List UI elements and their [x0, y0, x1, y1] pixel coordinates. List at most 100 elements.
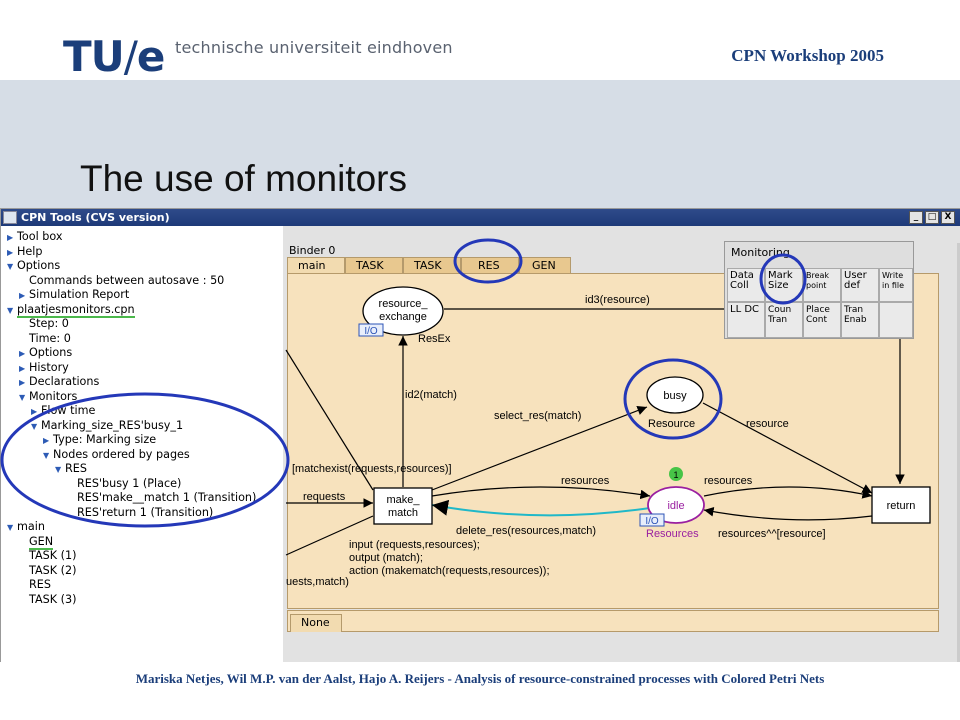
tool-place-cont[interactable]: Place Cont [803, 302, 841, 338]
tree-item[interactable]: ▶Tool box [7, 230, 63, 244]
tree-item[interactable]: Step: 0 [29, 317, 69, 331]
place-resource-exchange[interactable] [362, 286, 444, 336]
tree-item[interactable]: ▶Declarations [19, 375, 99, 389]
expand-down-icon[interactable]: ▼ [7, 262, 14, 271]
io-tag-1-label: I/O [364, 326, 378, 337]
tree-item[interactable]: ▼Options [7, 259, 60, 273]
expand-right-icon[interactable]: ▶ [19, 363, 26, 373]
app-icon [3, 211, 17, 224]
expand-down-icon[interactable]: ▼ [7, 305, 14, 315]
tree-item[interactable]: ▶History [19, 361, 69, 375]
tab-gen[interactable]: GEN [519, 257, 571, 273]
io-tag-1 [358, 323, 384, 337]
tool-count-tran[interactable]: Coun Tran [765, 302, 803, 338]
transition-return-label: return [887, 500, 916, 512]
arc-label-resource: resource [746, 418, 789, 430]
idle-type-label: Resources [646, 528, 699, 540]
slide-header: TU/e technische universiteit eindhoven C… [0, 0, 960, 80]
expand-right-icon[interactable]: ▶ [19, 349, 26, 358]
code-line-output: output (match); [349, 552, 423, 564]
tree-item[interactable]: ▼plaatjesmonitors.cpn [7, 302, 135, 318]
arc-resource [702, 402, 873, 494]
slide-title: The use of monitors [80, 158, 407, 199]
tree-item-label: Simulation Report [29, 288, 130, 301]
tool-tran-enab[interactable]: Tran Enab [841, 302, 879, 338]
arc-delete-res [431, 499, 651, 517]
university-name: technische universiteit eindhoven [175, 38, 453, 57]
tree-item-label: Tool box [17, 230, 63, 243]
expand-down-icon[interactable]: ▼ [7, 523, 14, 532]
tree-item[interactable]: RES [29, 578, 51, 592]
expand-right-icon[interactable]: ▶ [19, 291, 26, 300]
arc-label-cut: uests,match) [286, 576, 349, 588]
tree-item[interactable]: TASK (2) [29, 564, 76, 578]
monitoring-palette: Monitoring Data Coll Mark Size Break poi… [724, 241, 914, 339]
arc-label-resources-left: resources [561, 475, 610, 487]
tree-item[interactable]: GEN [29, 534, 54, 550]
arc-resources-append [703, 507, 873, 521]
arc-resources-left [431, 486, 651, 500]
footer-text: Mariska Netjes, Wil M.P. van der Aalst, … [135, 671, 825, 686]
binder-scrollbar[interactable] [957, 243, 960, 673]
arc-left-upper [285, 349, 374, 491]
arc-label-select-res: select_res(match) [494, 410, 581, 422]
expand-right-icon[interactable]: ▶ [7, 233, 14, 242]
arc-label-resources-right: resources [704, 475, 753, 487]
transition-return[interactable] [871, 486, 931, 524]
maximize-button[interactable]: □ [925, 211, 939, 224]
workshop-label: CPN Workshop 2005 [731, 46, 884, 65]
tree-item-label: Help [17, 244, 43, 258]
arc-select-res [431, 405, 648, 491]
transition-make-match-label-1: make_ [386, 494, 420, 506]
tree-item-label: TASK (2) [29, 563, 77, 577]
tool-mark-size[interactable]: Mark Size [765, 268, 803, 302]
busy-type-label: Resource [648, 418, 695, 430]
expand-right-icon[interactable]: ▶ [7, 247, 14, 257]
tree-item-label: Declarations [29, 375, 100, 388]
arc-label-requests: requests [303, 491, 346, 503]
transition-make-match[interactable] [373, 487, 433, 525]
arc-label-resources-append: resources^^[resource] [718, 528, 826, 540]
arc-resources-right [703, 486, 873, 499]
tree-item[interactable]: ▶Simulation Report [19, 288, 129, 302]
tool-write-in-file[interactable]: Write in file [879, 268, 913, 302]
place-resource-exchange-label-2: exchange [379, 311, 427, 323]
tree-item-label: GEN [29, 534, 54, 550]
bottom-tab-strip: None [287, 610, 939, 632]
tree-item-label: Options [29, 346, 73, 359]
place-busy-label: busy [663, 390, 687, 402]
tree-item[interactable]: Time: 0 [29, 332, 71, 346]
place-idle-label: idle [667, 500, 684, 512]
tree-item-label: History [29, 360, 69, 374]
tool-data-coll[interactable]: Data Coll [727, 268, 765, 302]
tool-ll-dc[interactable]: LL DC [727, 302, 765, 338]
close-button[interactable]: X [941, 211, 955, 224]
tab-none[interactable]: None [290, 614, 342, 632]
tree-item[interactable]: TASK (3) [29, 593, 76, 607]
arc-label-id3: id3(resource) [585, 294, 650, 306]
tree-item-label: Commands between autosave : 50 [29, 273, 225, 287]
tree-item[interactable]: TASK (1) [29, 549, 76, 563]
expand-right-icon[interactable]: ▶ [19, 378, 26, 387]
window-title: CPN Tools (CVS version) [21, 211, 170, 224]
tool-user-def[interactable]: User def [841, 268, 879, 302]
io-tag-2 [639, 513, 665, 527]
minimize-button[interactable]: _ [909, 211, 923, 224]
guard-label: [matchexist(requests,resources)] [292, 463, 452, 475]
tue-logo: TU/e [63, 32, 165, 81]
arc-label-id2: id2(match) [405, 389, 457, 401]
tool-empty [879, 302, 913, 338]
tree-item-label: RES [29, 578, 51, 591]
monitoring-title: Monitoring [731, 246, 790, 259]
code-line-action: action (makematch(requests,resources)); [349, 565, 550, 577]
tree-item[interactable]: ▶Help [7, 245, 43, 259]
transition-make-match-label-2: match [388, 507, 418, 519]
tree-item[interactable]: Commands between autosave : 50 [29, 274, 224, 288]
tab-main[interactable]: main [287, 257, 345, 273]
arc-left-lower [285, 515, 374, 556]
tree-item-label: TASK (1) [29, 549, 77, 562]
tree-item-label: TASK (3) [29, 592, 77, 606]
tree-item[interactable]: ▶Options [19, 346, 72, 360]
tool-break-point[interactable]: Break point [803, 268, 841, 302]
